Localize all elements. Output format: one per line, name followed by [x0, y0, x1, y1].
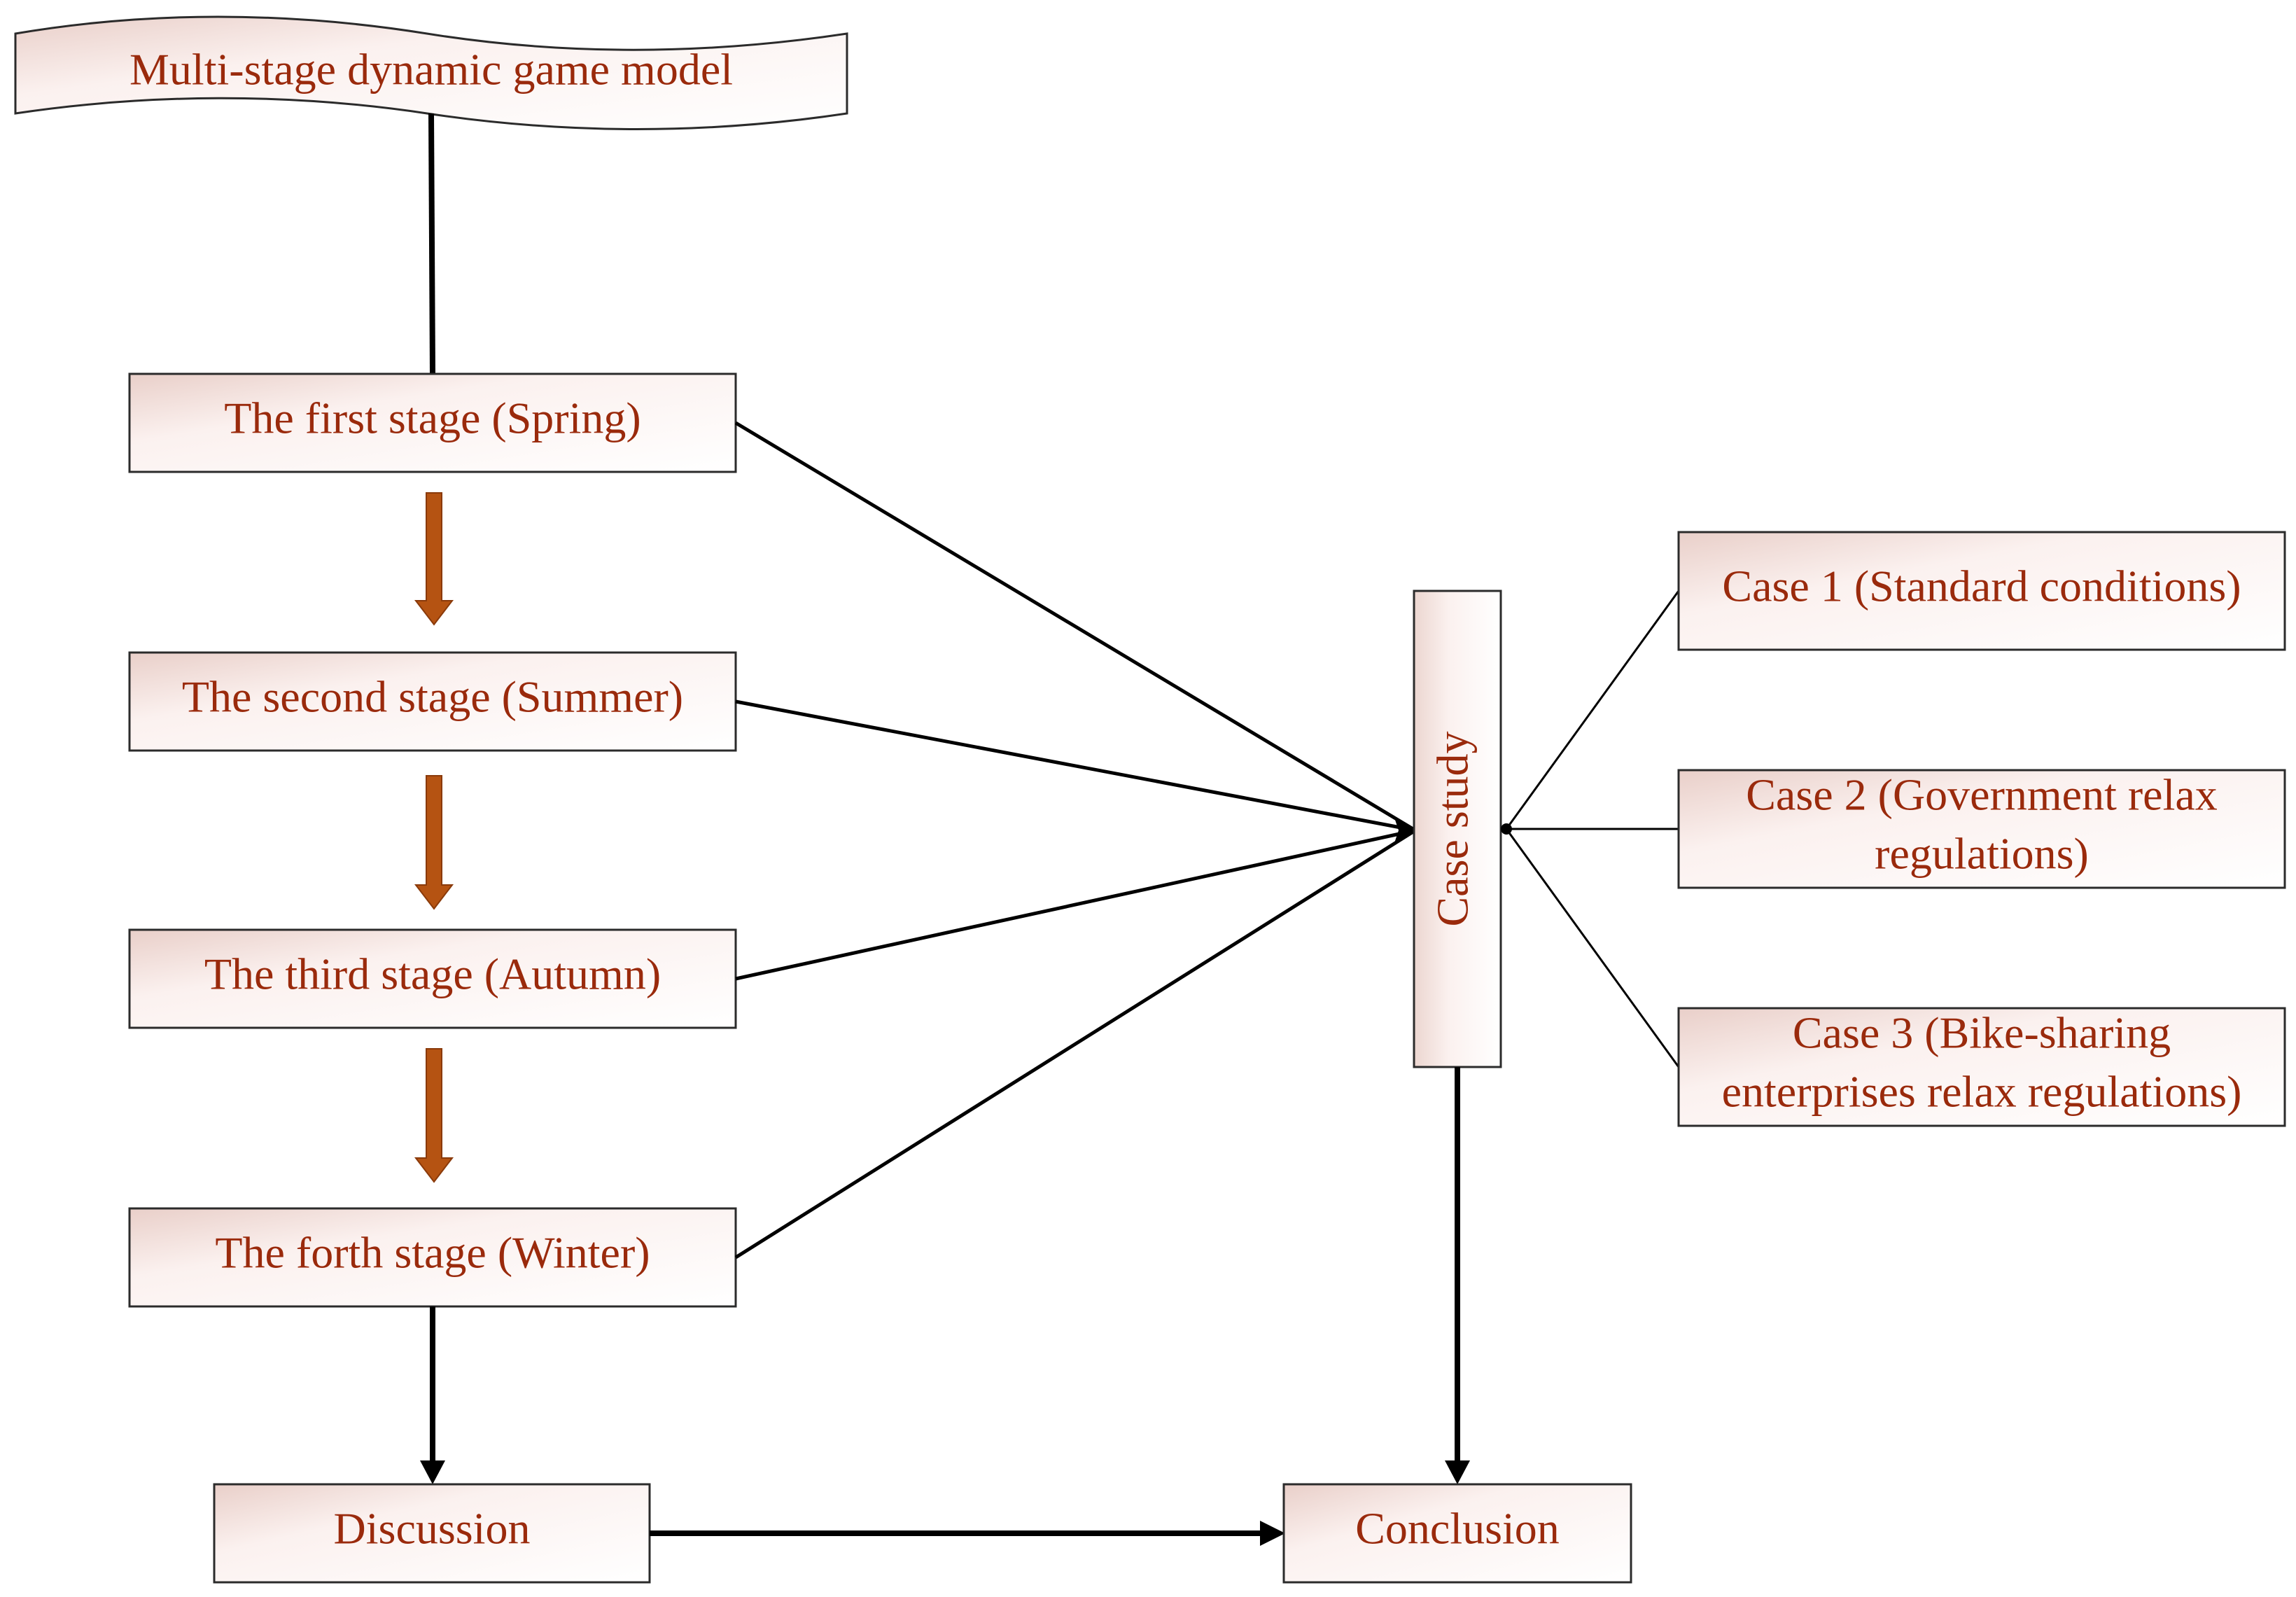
conclusion-label: Conclusion: [1355, 1504, 1560, 1554]
case-study-box: Case study: [1413, 590, 1502, 1068]
case2-label-line2: regulations): [1875, 829, 2089, 879]
discussion-box: Discussion: [213, 1483, 651, 1584]
stage3-label: The third stage (Autumn): [204, 949, 661, 999]
conclusion-box: Conclusion: [1282, 1483, 1632, 1584]
stage4-label: The forth stage (Winter): [215, 1228, 650, 1278]
case2-box: Case 2 (Government relax regulations): [1677, 769, 2286, 889]
discussion-arrowhead: [420, 1460, 445, 1484]
case1-label: Case 1 (Standard conditions): [1722, 562, 2241, 611]
stage4-box: The forth stage (Winter): [128, 1207, 737, 1308]
stage3-to-stage4-arrow: [414, 1048, 454, 1183]
model-to-stage1-connector: [428, 113, 435, 375]
stage2-label: The second stage (Summer): [182, 672, 683, 722]
stage1-label: The first stage (Spring): [224, 393, 640, 443]
case3-box: Case 3 (Bike-sharing enterprises relax r…: [1677, 1007, 2286, 1127]
stage3-to-case-study-connector: [735, 828, 1416, 981]
conclusion-arrowhead: [1445, 1460, 1470, 1484]
stage3-box: The third stage (Autumn): [128, 928, 737, 1029]
case-study-label: Case study: [1428, 731, 1478, 926]
model-banner: Multi-stage dynamic game model: [14, 15, 848, 130]
case3-label-line2: enterprises relax regulations): [1722, 1067, 2242, 1117]
case-study-to-case3-connector: [1505, 828, 1680, 1068]
stage2-to-case-study-connector: [735, 699, 1416, 832]
stage4-to-case-study-connector: [734, 828, 1417, 1260]
stage1-to-stage2-arrow: [414, 492, 454, 626]
stage2-to-stage3-arrow: [414, 775, 454, 910]
stage1-box: The first stage (Spring): [128, 372, 737, 473]
model-label: Multi-stage dynamic game model: [130, 45, 733, 95]
case-study-arrowhead: [1394, 818, 1415, 843]
discussion-label: Discussion: [334, 1504, 531, 1554]
stage2-box: The second stage (Summer): [128, 651, 737, 752]
case1-box: Case 1 (Standard conditions): [1677, 531, 2286, 651]
conclusion-side-arrowhead: [1260, 1521, 1285, 1546]
model-banner-shape: [14, 15, 848, 130]
case-study-to-case1-connector: [1505, 590, 1680, 830]
stage1-to-case-study-connector: [734, 421, 1417, 832]
case3-label-line1: Case 3 (Bike-sharing: [1793, 1008, 2171, 1058]
case2-label-line1: Case 2 (Government relax: [1746, 770, 2218, 820]
